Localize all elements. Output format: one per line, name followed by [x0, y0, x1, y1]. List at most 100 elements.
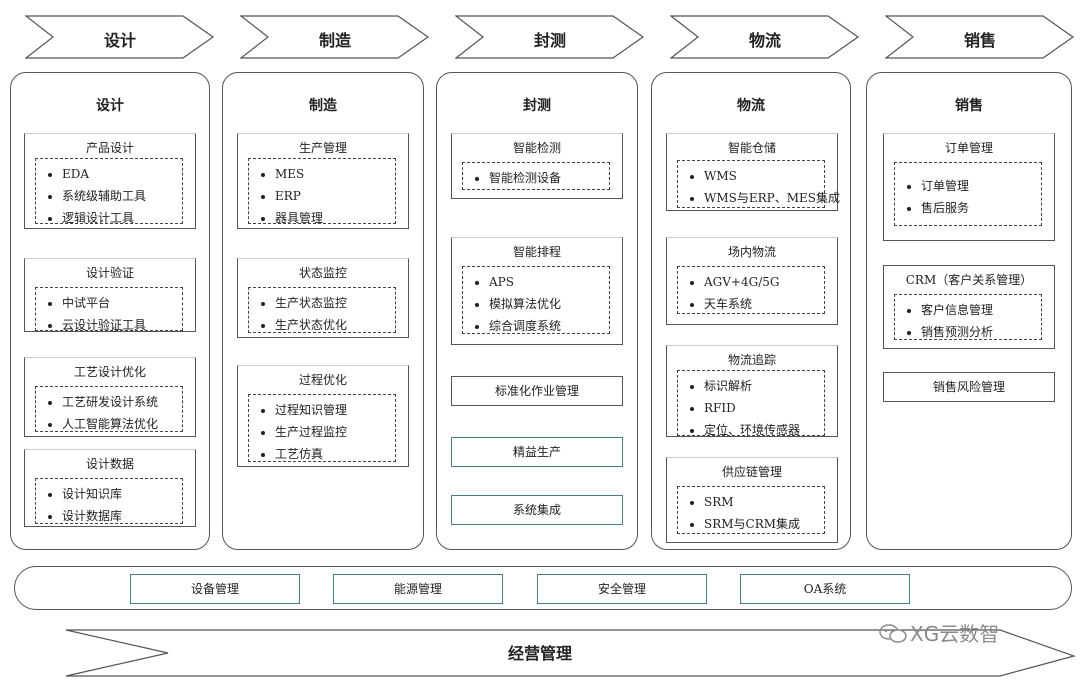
group-title: 状态监控: [298, 266, 347, 280]
group-title: 订单管理: [944, 141, 993, 155]
stage-arrow-logistics: 物流: [670, 14, 860, 60]
oa-system-box: OA系统: [740, 574, 910, 604]
group-logistics-tracking: 物流追踪 标识解析 RFID 定位、环境传感器: [666, 345, 838, 437]
list-item: 标识解析: [704, 375, 818, 397]
list-item: WMS: [704, 165, 818, 187]
list-item: 工艺仿真: [275, 443, 389, 465]
chevron-arrow-icon: [455, 15, 645, 59]
group-status-monitoring: 状态监控 生产状态监控 生产状态优化: [237, 258, 409, 338]
group-title: 供应链管理: [721, 465, 782, 479]
group-process-design-optimization: 工艺设计优化 工艺研发设计系统 人工智能算法优化: [24, 357, 196, 437]
list-item: 生产状态优化: [275, 314, 389, 336]
business-management-arrow: [65, 629, 1077, 677]
sales-risk-management-box: 销售风险管理: [883, 372, 1055, 402]
list-item: 销售预测分析: [921, 321, 1035, 343]
group-design-verification: 设计验证 中试平台 云设计验证工具: [24, 258, 196, 332]
item-list: 中试平台 云设计验证工具: [35, 287, 183, 332]
column-packaging-test: 封测 智能检测 智能检测设备 智能排程 APS 模拟算法优化 综合调度系统 标准…: [436, 72, 638, 550]
group-smart-inspection: 智能检测 智能检测设备: [451, 133, 623, 199]
list-item: 设计数据库: [62, 505, 176, 527]
group-title: 物流追踪: [727, 353, 776, 367]
watermark-text: XG云数智: [910, 622, 1000, 646]
item-list: 生产状态监控 生产状态优化: [248, 287, 396, 333]
equipment-management-box: 设备管理: [130, 574, 300, 604]
list-item: MES: [275, 163, 389, 185]
column-sales: 销售 订单管理 订单管理 售后服务 CRM（客户关系管理） 客户信息管理 销售预…: [866, 72, 1072, 550]
list-item: 逻辑设计工具: [62, 207, 176, 229]
list-item: ERP: [275, 185, 389, 207]
item-list: 设计知识库 设计数据库: [35, 478, 183, 524]
standardized-operation-box: 标准化作业管理: [451, 376, 623, 406]
chevron-arrow-icon: [885, 15, 1075, 59]
column-title: 物流: [737, 98, 765, 114]
list-item: 模拟算法优化: [489, 293, 603, 315]
list-item: 生产过程监控: [275, 421, 389, 443]
safety-management-box: 安全管理: [537, 574, 707, 604]
group-supply-chain-management: 供应链管理 SRM SRM与CRM集成: [666, 457, 838, 543]
business-management-label: 经营管理: [507, 644, 572, 663]
column-manufacturing: 制造 生产管理 MES ERP 器具管理 状态监控 生产状态监控 生产状态优化 …: [222, 72, 424, 550]
list-item: 定位、环境传感器: [704, 419, 818, 441]
group-product-design: 产品设计 EDA 系统级辅助工具 逻辑设计工具: [24, 133, 196, 229]
list-item: 器具管理: [275, 207, 389, 229]
group-smart-warehousing: 智能仓储 WMS WMS与ERP、MES集成: [666, 133, 840, 211]
list-item: 生产状态监控: [275, 292, 389, 314]
stage-label: 设计: [103, 31, 136, 50]
stage-arrow-design: 设计: [25, 14, 215, 60]
chevron-arrow-icon: [240, 15, 430, 59]
group-title: CRM（客户关系管理）: [905, 273, 1033, 287]
list-item: 系统级辅助工具: [62, 185, 176, 207]
group-title: 智能仓储: [727, 141, 776, 155]
list-item: 工艺研发设计系统: [62, 391, 176, 413]
group-title: 生产管理: [298, 141, 347, 155]
chevron-arrow-icon: [670, 15, 860, 59]
column-title: 封测: [523, 98, 551, 114]
item-list: APS 模拟算法优化 综合调度系统: [462, 266, 610, 334]
stage-label: 销售: [963, 31, 996, 50]
group-title: 设计验证: [85, 266, 134, 280]
system-integration-box: 系统集成: [451, 495, 623, 525]
list-item: 人工智能算法优化: [62, 413, 176, 435]
stage-arrow-manufacturing: 制造: [240, 14, 430, 60]
item-list: 订单管理 售后服务: [894, 162, 1042, 226]
list-item: 云设计验证工具: [62, 314, 176, 336]
list-item: APS: [489, 271, 603, 293]
column-title: 设计: [96, 98, 124, 114]
group-design-data: 设计数据 设计知识库 设计数据库: [24, 449, 196, 527]
management-band: [14, 566, 1072, 610]
column-title: 销售: [955, 98, 983, 114]
group-title: 工艺设计优化: [73, 365, 146, 379]
list-item: AGV+4G/5G: [704, 271, 818, 293]
group-title: 智能检测: [512, 141, 561, 155]
list-item: SRM: [704, 491, 818, 513]
list-item: 智能检测设备: [489, 167, 603, 189]
item-list: SRM SRM与CRM集成: [677, 486, 825, 534]
list-item: 中试平台: [62, 292, 176, 314]
lean-production-box: 精益生产: [451, 437, 623, 467]
group-process-optimization: 过程优化 过程知识管理 生产过程监控 工艺仿真: [237, 365, 409, 467]
item-list: 智能检测设备: [462, 162, 610, 190]
item-list: MES ERP 器具管理: [248, 158, 396, 225]
column-logistics: 物流 智能仓储 WMS WMS与ERP、MES集成 场内物流 AGV+4G/5G…: [651, 72, 851, 550]
group-title: 过程优化: [298, 373, 347, 387]
list-item: WMS与ERP、MES集成: [704, 187, 840, 209]
group-title: 产品设计: [85, 141, 134, 155]
list-item: 售后服务: [921, 197, 1035, 219]
stage-label: 制造: [318, 31, 351, 50]
list-item: 过程知识管理: [275, 399, 389, 421]
item-list: AGV+4G/5G 天车系统: [677, 266, 825, 314]
energy-management-box: 能源管理: [333, 574, 503, 604]
item-list: 过程知识管理 生产过程监控 工艺仿真: [248, 394, 396, 462]
stage-arrow-packaging-test: 封测: [455, 14, 645, 60]
stage-label: 封测: [533, 31, 566, 50]
list-item: 客户信息管理: [921, 299, 1035, 321]
stage-label: 物流: [748, 31, 781, 50]
group-crm: CRM（客户关系管理） 客户信息管理 销售预测分析: [883, 265, 1055, 349]
group-title: 设计数据: [85, 457, 134, 471]
item-list: 客户信息管理 销售预测分析: [894, 294, 1042, 340]
list-item: 设计知识库: [62, 483, 176, 505]
wechat-icon: [879, 624, 907, 643]
list-item: 综合调度系统: [489, 315, 603, 337]
list-item: 天车系统: [704, 293, 818, 315]
column-title: 制造: [309, 98, 337, 114]
